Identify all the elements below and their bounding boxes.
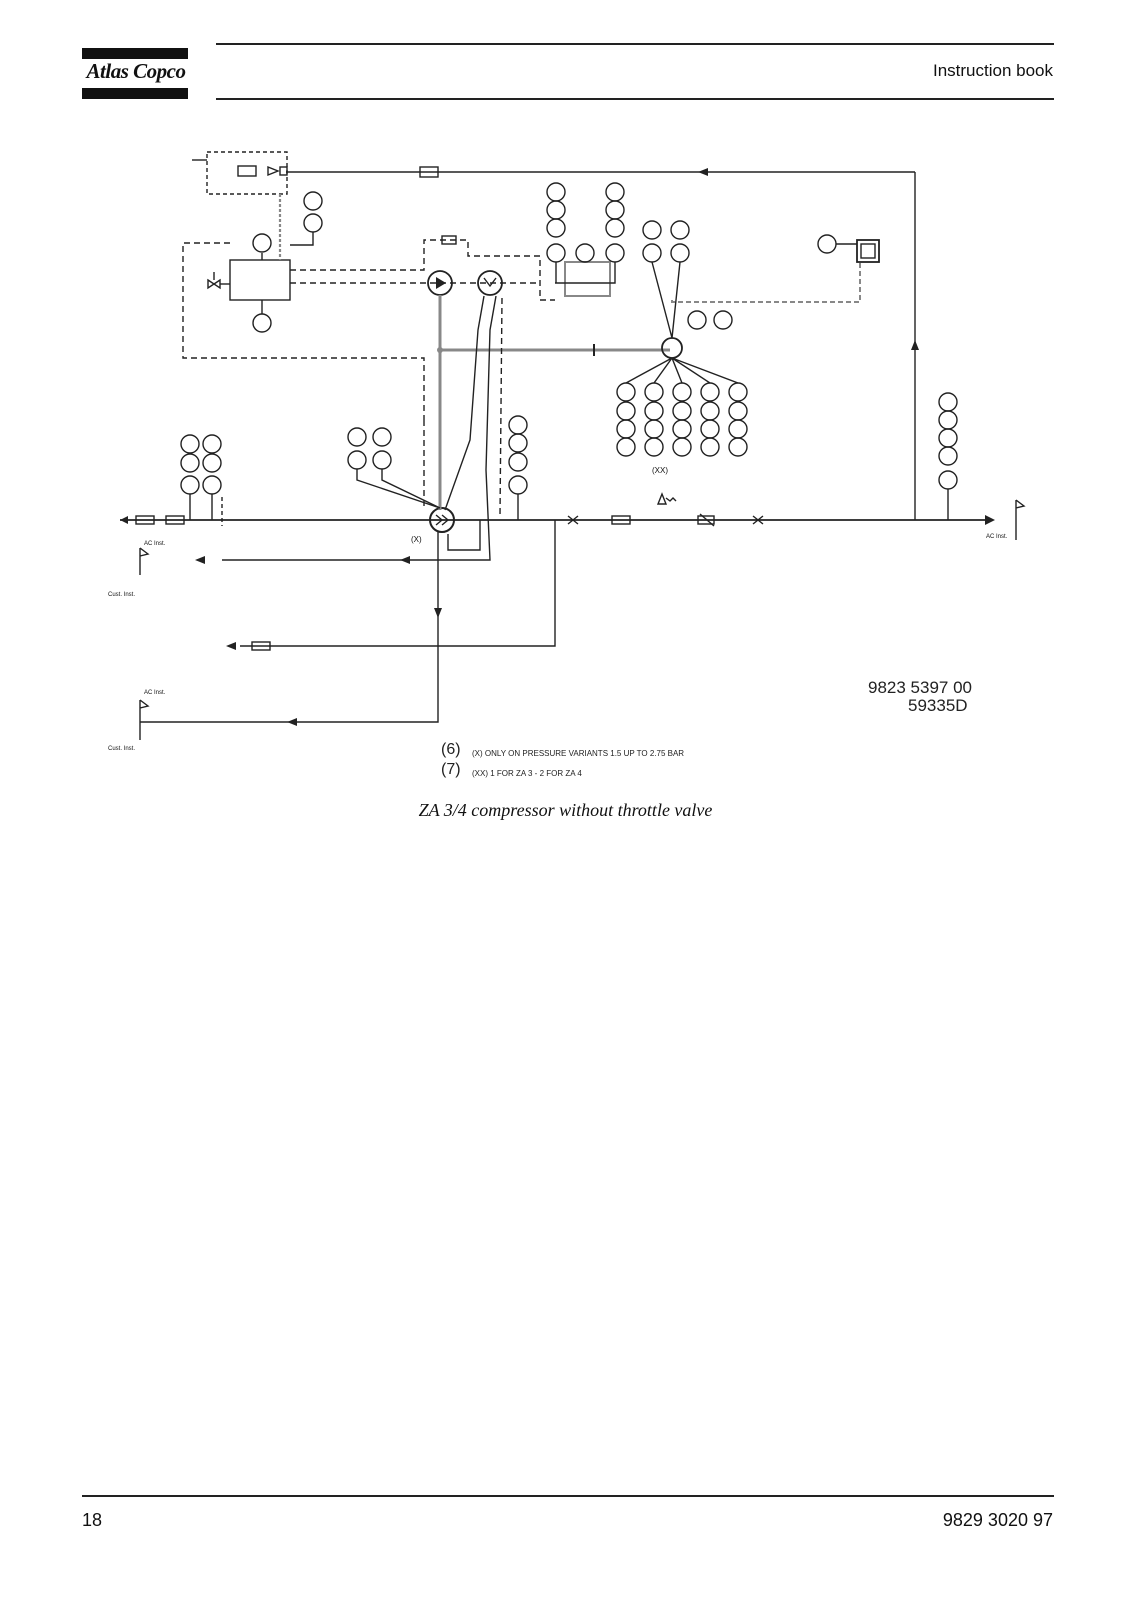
ac-inst-label-1: AC Inst.: [144, 541, 166, 547]
x-marker-label: (X): [411, 535, 422, 544]
page-number: 18: [82, 1510, 103, 1530]
note-6-text: (X) ONLY ON PRESSURE VARIANTS 1.5 UP TO …: [472, 749, 685, 758]
logo-top-bar: [82, 48, 188, 59]
figure-caption: ZA 3/4 compressor without throttle valve: [418, 800, 713, 820]
compressor-flow-diagram: [120, 151, 1026, 740]
header-title: Instruction book: [932, 61, 1053, 80]
header-rule-top: [216, 43, 1054, 45]
header-rule-bottom: [216, 98, 1054, 100]
logo-bottom-bar: [82, 88, 188, 99]
cust-inst-label-2: Cust. Inst.: [108, 746, 136, 752]
note-6-number: (6): [441, 741, 461, 758]
note-7-number: (7): [441, 761, 461, 778]
xx-marker-label: (XX): [652, 466, 668, 475]
drawing-reference: 59335D: [908, 696, 968, 715]
brand-logo: Atlas Copco: [86, 59, 186, 83]
ac-inst-label-3: AC Inst.: [986, 534, 1008, 540]
footer-rule: [82, 1495, 1054, 1497]
ac-inst-label-2: AC Inst.: [144, 690, 166, 696]
note-7-text: (XX) 1 FOR ZA 3 - 2 FOR ZA 4: [472, 769, 582, 778]
cust-inst-label-1: Cust. Inst.: [108, 592, 136, 598]
document-number: 9829 3020 97: [942, 1510, 1053, 1530]
drawing-number: 9823 5397 00: [868, 678, 972, 697]
